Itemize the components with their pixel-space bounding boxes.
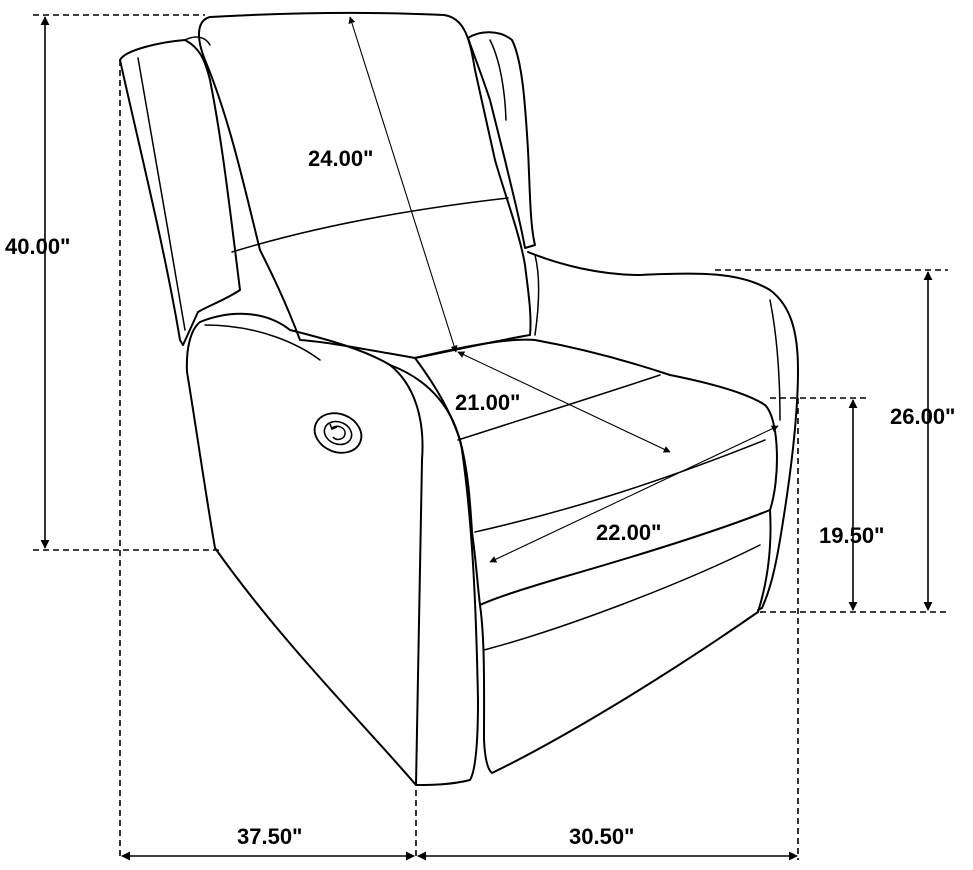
- seat-height-label: 19.50": [819, 523, 884, 548]
- right-wing: [467, 31, 536, 249]
- power-recline-button-icon: [313, 412, 363, 454]
- depth-label: 37.50": [237, 824, 302, 849]
- back-height-arrow: [348, 16, 458, 353]
- right-arm: [527, 251, 799, 611]
- seat-depth-label: 21.00": [455, 390, 520, 415]
- back-height-label: 24.00": [308, 146, 373, 171]
- footrest: [479, 509, 772, 774]
- dimension-labels: 40.00" 24.00" 21.00" 22.00" 26.00" 19.50…: [5, 146, 955, 849]
- width-label: 30.50": [569, 824, 634, 849]
- extension-lines: [33, 14, 948, 860]
- arm-height-label: 26.00": [890, 404, 955, 429]
- seat-width-label: 22.00": [596, 520, 661, 545]
- backrest-seam: [231, 197, 509, 253]
- seat-width-arrow: [489, 425, 779, 563]
- overall-height-label: 40.00": [5, 234, 70, 259]
- seat-cushion: [414, 338, 778, 606]
- left-arm-side: [185, 312, 424, 786]
- dimension-arrows: [40, 16, 933, 861]
